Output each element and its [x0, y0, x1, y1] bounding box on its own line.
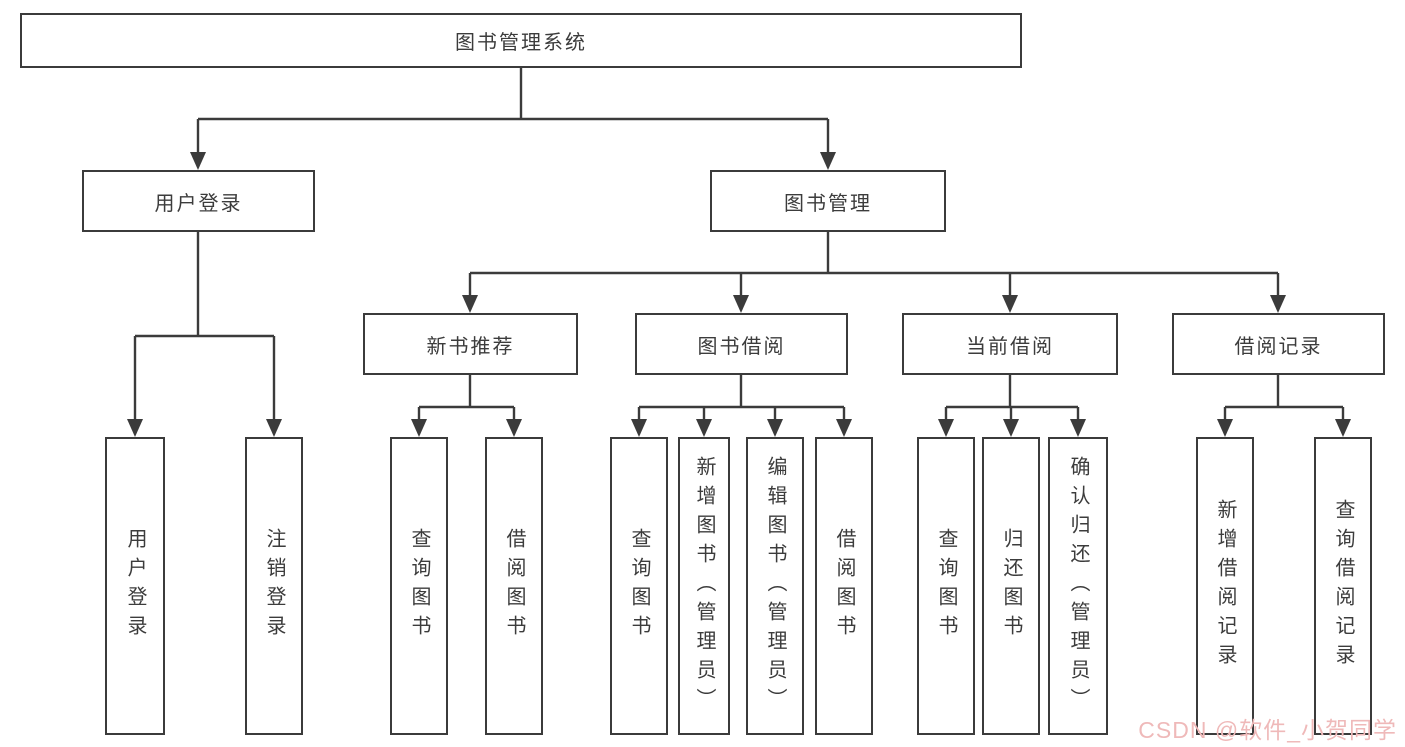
node-label: 新增借阅记录: [1214, 499, 1236, 673]
node-label: 用户登录: [124, 528, 146, 644]
arrowhead: [127, 419, 143, 437]
node-label: 确认归还（管理员）: [1067, 455, 1089, 717]
node-label: 当前借阅: [966, 335, 1054, 358]
leaf-query-book-recommend: 查询图书: [390, 437, 448, 735]
node-label: 归还图书: [1000, 528, 1022, 644]
node-current-borrow: 当前借阅: [902, 313, 1118, 375]
arrowhead: [1217, 419, 1233, 437]
leaf-edit-book-admin: 编辑图书（管理员）: [746, 437, 804, 735]
node-label: 新增图书（管理员）: [693, 455, 715, 717]
node-label: 借阅图书: [833, 528, 855, 644]
arrowhead: [411, 419, 427, 437]
leaf-query-book-current: 查询图书: [917, 437, 975, 735]
arrowhead: [1003, 419, 1019, 437]
node-book-borrow: 图书借阅: [635, 313, 848, 375]
leaf-borrow-book: 借阅图书: [815, 437, 873, 735]
arrowhead: [696, 419, 712, 437]
node-root: 图书管理系统: [20, 13, 1022, 68]
arrowhead: [266, 419, 282, 437]
arrowhead: [733, 295, 749, 313]
leaf-return-book: 归还图书: [982, 437, 1040, 735]
arrowhead: [767, 419, 783, 437]
node-label: 查询图书: [408, 528, 430, 644]
leaf-logout: 注销登录: [245, 437, 303, 735]
node-borrow-record: 借阅记录: [1172, 313, 1385, 375]
arrowhead: [190, 152, 206, 170]
leaf-borrow-book-recommend: 借阅图书: [485, 437, 543, 735]
node-label: 查询图书: [935, 528, 957, 644]
arrowhead: [1070, 419, 1086, 437]
node-book-management: 图书管理: [710, 170, 946, 232]
arrowhead: [836, 419, 852, 437]
node-label: 借阅记录: [1234, 335, 1323, 358]
node-new-book-recommend: 新书推荐: [363, 313, 578, 375]
node-label: 查询图书: [628, 528, 650, 644]
node-label: 新书推荐: [426, 335, 515, 358]
arrowhead: [462, 295, 478, 313]
leaf-confirm-return-admin: 确认归还（管理员）: [1048, 437, 1108, 735]
node-label: 注销登录: [263, 528, 285, 644]
leaf-user-login: 用户登录: [105, 437, 165, 735]
leaf-query-borrow-record: 查询借阅记录: [1314, 437, 1372, 735]
leaf-query-book-borrow: 查询图书: [610, 437, 668, 735]
node-label: 图书管理系统: [455, 32, 587, 54]
node-label: 用户登录: [154, 192, 243, 215]
arrowhead: [820, 152, 836, 170]
node-label: 查询借阅记录: [1332, 499, 1354, 673]
arrowhead: [1335, 419, 1351, 437]
node-user-login: 用户登录: [82, 170, 315, 232]
node-label: 编辑图书（管理员）: [764, 455, 786, 717]
node-label: 借阅图书: [503, 528, 525, 644]
arrowhead: [506, 419, 522, 437]
node-label: 图书借阅: [697, 335, 786, 358]
arrowhead: [631, 419, 647, 437]
leaf-add-borrow-record: 新增借阅记录: [1196, 437, 1254, 735]
arrowhead: [938, 419, 954, 437]
arrowhead: [1002, 295, 1018, 313]
arrowhead: [1270, 295, 1286, 313]
leaf-add-book-admin: 新增图书（管理员）: [678, 437, 730, 735]
node-label: 图书管理: [784, 192, 872, 215]
